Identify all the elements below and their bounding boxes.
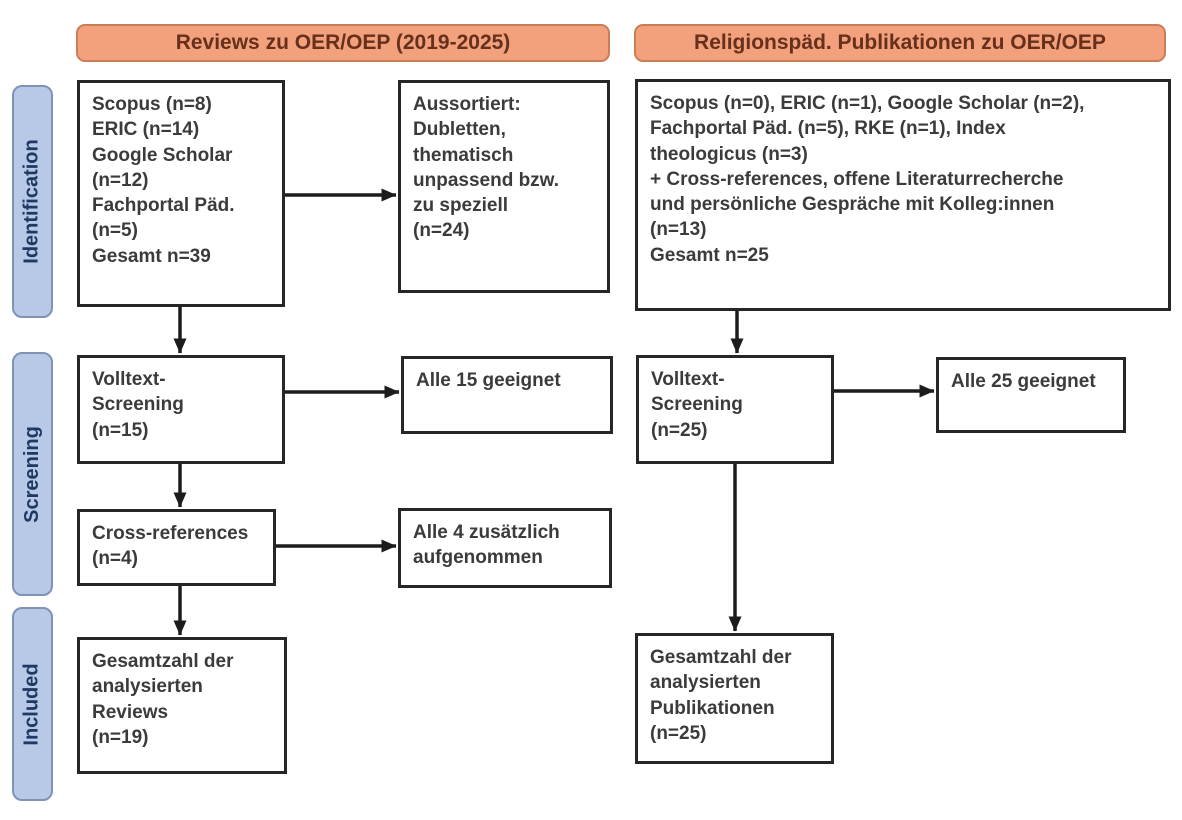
box-right-fulltext-screening: Volltext- Screening (n=25) (636, 355, 834, 464)
box-left-total-analyzed: Gesamtzahl der analysierten Reviews (n=1… (77, 637, 287, 774)
box-left-identification-sources: Scopus (n=8) ERIC (n=14) Google Scholar … (77, 80, 285, 307)
stage-label-identification: Identification (12, 85, 53, 318)
box-right-identification-sources: Scopus (n=0), ERIC (n=1), Google Scholar… (635, 79, 1171, 311)
box-left-all-eligible: Alle 15 geeignet (401, 356, 613, 434)
box-left-excluded: Aussortiert: Dubletten, thematisch unpas… (398, 80, 610, 293)
stage-label-screening-text: Screening (21, 425, 44, 523)
box-left-cross-references: Cross-references (n=4) (77, 509, 276, 586)
column-header-religionspaed: Religionspäd. Publikationen zu OER/OEP (634, 24, 1166, 62)
stage-label-included-text: Included (21, 662, 44, 746)
box-left-fulltext-screening: Volltext- Screening (n=15) (77, 355, 285, 464)
box-right-total-analyzed: Gesamtzahl der analysierten Publikatione… (635, 633, 834, 764)
column-header-reviews: Reviews zu OER/OEP (2019-2025) (76, 24, 610, 62)
stage-label-included: Included (12, 607, 53, 801)
stage-label-screening: Screening (12, 352, 53, 596)
stage-label-identification-text: Identification (21, 139, 44, 264)
box-left-additionally-included: Alle 4 zusätzlich aufgenommen (398, 508, 612, 588)
box-right-all-eligible: Alle 25 geeignet (936, 357, 1126, 433)
